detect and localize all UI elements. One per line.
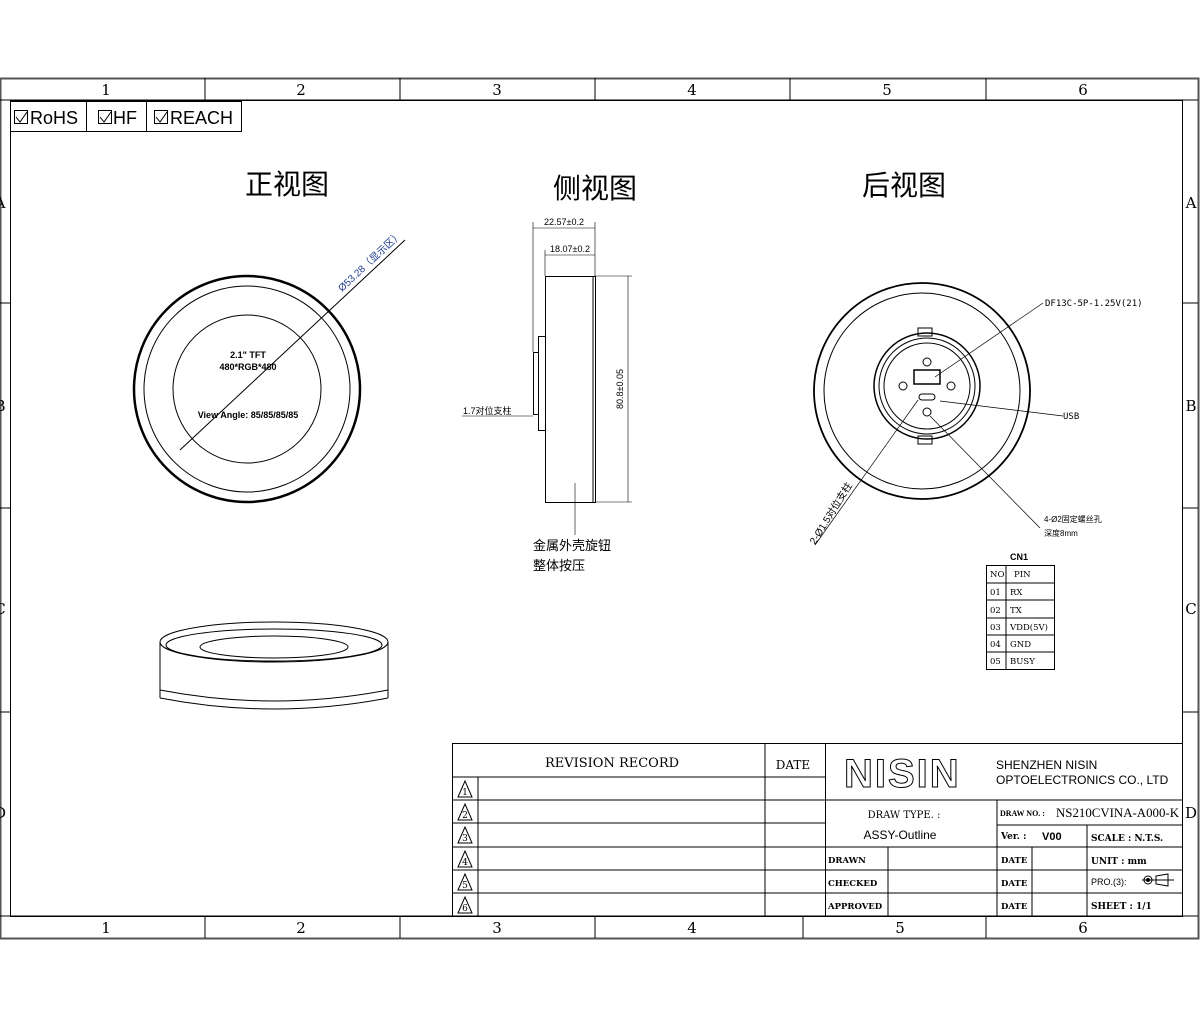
knob-note-line2: 整体按压 [533,558,585,573]
cn1-cell: RX [1010,588,1023,598]
row-label: A [1185,194,1197,212]
diameter-dimension: Ø53.28（显示区） [336,229,405,294]
unit-label: UNIT : mm [1091,857,1147,867]
date-label: DATE [1001,902,1028,912]
column-label: 4 [687,81,697,99]
checkbox-icon [98,110,112,124]
draw-type-label: DRAW TYPE. : [868,810,941,821]
column-label: 6 [1078,919,1088,937]
revision-date-header: DATE [776,758,810,772]
posts-label: 2-Ø1.5对位支柱 [807,480,855,547]
revision-mark: 3 [462,834,468,844]
nisin-logo: NISIN [844,752,961,796]
hf-label: HF [113,108,137,128]
revision-mark: 6 [462,904,468,914]
cn1-cell: GND [1010,640,1031,650]
revision-record-header: REVISION RECORD [545,756,679,771]
projection-icon [1142,873,1174,887]
row-label: D [0,804,6,822]
ver-value: V00 [1042,831,1062,843]
front-view: 2.1" TFT 480*RGB*480 View Angle: 85/85/8… [132,229,406,504]
back-view: DF13C-5P-1.25V(21) USB 2-Ø1.5对位支柱 4-Ø2固定… [807,282,1143,547]
holes-label-line2: 深度8mm [1044,528,1078,538]
cn1-cell: VDD(5V) [1009,622,1048,633]
resolution-label: 480*RGB*480 [219,362,276,372]
cn1-cell: TX [1010,606,1023,616]
back-view-title: 后视图 [862,169,946,202]
post-label: 1.7对位支柱 [463,405,512,416]
checkbox-icon [14,110,28,124]
reach-label: REACH [170,108,233,128]
column-label: 5 [882,81,892,99]
holes-label-line1: 4-Ø2固定螺丝孔 [1044,514,1102,524]
column-label: 1 [101,919,111,937]
cn1-header-pin: PIN [1014,570,1031,580]
connector-outline [913,369,941,385]
date-label: DATE [1001,879,1028,889]
company-name-line1: SHENZHEN NISIN [996,758,1097,772]
side-view-title: 侧视图 [553,172,637,205]
column-label: 5 [895,919,905,937]
rohs-label: RoHS [30,108,78,128]
revision-triangle-icon [457,779,473,914]
cn1-cell: BUSY [1010,657,1035,667]
title-block: NISIN SHENZHEN NISIN OPTOELECTRONICS CO.… [825,743,1183,917]
front-view-title: 正视图 [245,168,329,201]
compliance-boxes: RoHS HF REACH [10,101,242,132]
draw-no-label: DRAW NO. : [1000,809,1045,818]
cn1-pin-table: CN1 NO PIN 01 RX 02 TX 03 VDD(5V) 04 GND 05 B… [986,552,1055,670]
cn1-cell: 04 [990,640,1001,650]
column-label: 2 [296,919,306,937]
approved-label: APPROVED [827,902,883,912]
scale-label: SCALE : N.T.S. [1091,834,1163,844]
column-label: 3 [492,919,502,937]
revision-record: 1 2 3 4 5 6 REVISION RECORD DATE [452,743,826,917]
column-label: 6 [1078,81,1088,99]
row-label: B [1185,397,1196,415]
ver-label: Ver. : [1000,832,1026,842]
row-label: B [0,397,6,415]
column-label: 1 [101,81,111,99]
revision-mark: 2 [462,811,468,821]
drawn-label: DRAWN [828,856,866,866]
column-label: 2 [296,81,306,99]
column-dividers [0,78,1198,938]
row-label: A [0,194,6,212]
row-label: C [0,600,6,618]
date-label: DATE [1001,856,1028,866]
company-name-line2: OPTOELECTRONICS CO., LTD [996,773,1169,787]
knob-note-line1: 金属外壳旋钮 [533,538,611,553]
revision-mark: 5 [462,881,468,891]
projection-label: PRO.(3): [1091,877,1127,887]
column-label: 3 [492,81,502,99]
checked-label: CHECKED [828,879,878,889]
sheet-label: SHEET : 1/1 [1091,902,1152,912]
view-angle-label: View Angle: 85/85/85/85 [198,410,299,420]
panel-label: 2.1" TFT [230,350,266,360]
row-label: D [1185,804,1197,822]
connector-label: DF13C-5P-1.25V(21) [1045,299,1143,309]
checkbox-icon [154,110,168,124]
cn1-cell: 02 [990,606,1001,616]
isometric-view [159,621,389,710]
draw-no-value: NS210CVINA-A000-K [1056,805,1180,820]
cn1-title: CN1 [1010,552,1028,562]
cn1-cell: 03 [990,623,1001,633]
revision-mark: 4 [462,858,468,868]
draw-type-value: ASSY-Outline [864,828,937,842]
body-depth-dimension: 18.07±0.2 [550,244,590,254]
cn1-cell: 05 [990,657,1001,667]
cn1-header-no: NO [990,570,1004,580]
cn1-cell: 01 [990,588,1001,598]
usb-port-outline [918,393,936,401]
height-dimension: 80.8±0.05 [615,369,625,409]
row-label: C [1185,600,1196,618]
total-depth-dimension: 22.57±0.2 [544,217,584,227]
revision-mark: 1 [462,788,468,798]
side-view: 22.57±0.2 18.07±0.2 80.8±0.05 1.7对位支柱 金属… [462,217,632,573]
usb-label: USB [1063,412,1079,422]
column-label: 4 [687,919,697,937]
